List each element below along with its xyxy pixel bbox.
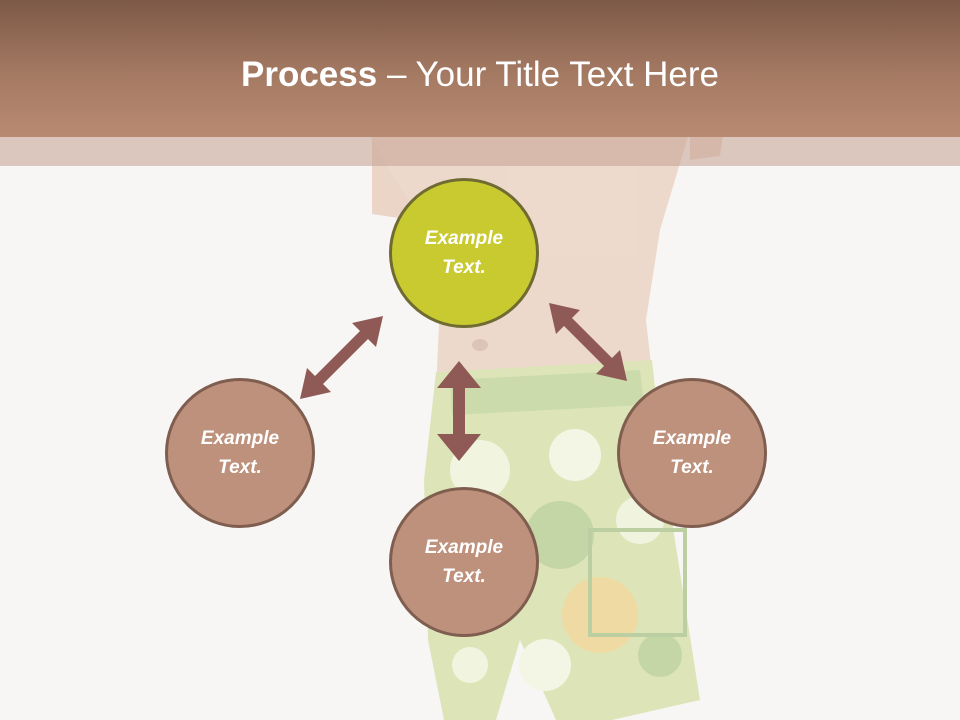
process-node-left: Example Text.	[165, 378, 315, 528]
title-bar-band	[0, 137, 960, 166]
arrow-top-left	[300, 316, 383, 399]
arrow-top-right	[549, 303, 627, 381]
process-node-label: Example Text.	[424, 228, 504, 278]
process-node-top: Example Text.	[389, 178, 539, 328]
title-bar	[0, 0, 960, 137]
process-node-label: Example Text.	[652, 428, 732, 478]
title-rest: Your Title Text Here	[415, 55, 720, 94]
arrow-center-vertical	[437, 361, 481, 461]
process-node-right: Example Text.	[617, 378, 767, 528]
process-node-label: Example Text.	[424, 537, 504, 587]
process-node-label: Example Text.	[200, 428, 280, 478]
photo-navel	[472, 339, 488, 351]
slide-title: Process – Your Title Text Here	[0, 52, 960, 98]
title-bold: Process	[241, 55, 378, 94]
title-separator: –	[377, 55, 416, 94]
process-node-bottom: Example Text.	[389, 487, 539, 637]
